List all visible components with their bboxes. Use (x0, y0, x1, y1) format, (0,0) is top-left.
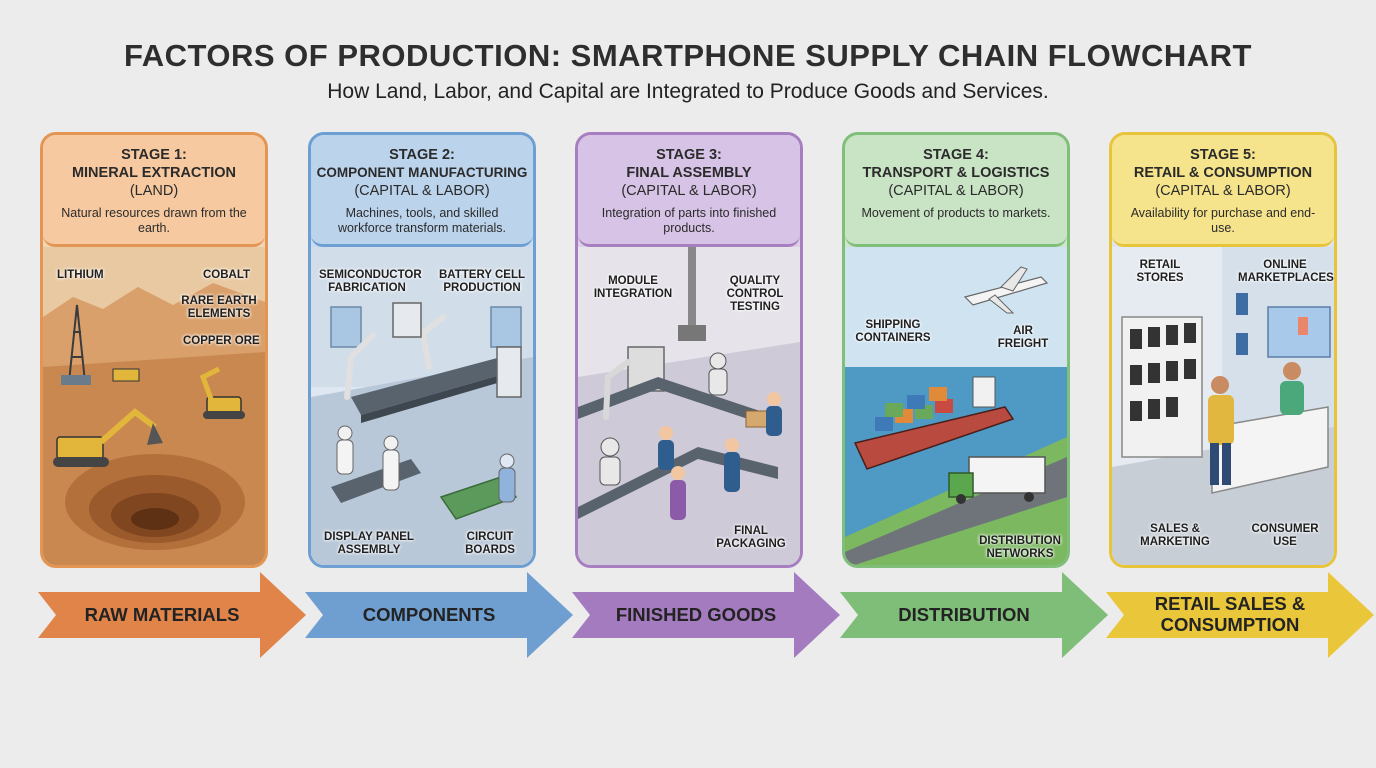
stage-3-description: Integration of parts into finished produ… (601, 206, 777, 235)
page-title: FACTORS OF PRODUCTION: SMARTPHONE SUPPLY… (124, 38, 1252, 73)
stage-4-name: TRANSPORT & LOGISTICS (862, 165, 1050, 181)
worker-1 (658, 426, 674, 470)
excavator-2 (199, 366, 245, 419)
mining-scene: LITHIUM COBALT RARE EARTH ELEMENTS COPPE… (43, 247, 265, 565)
conveyor-belt-1 (351, 357, 511, 423)
stage-1-number: STAGE 1: (121, 147, 187, 163)
robot-arm-1 (344, 314, 446, 400)
assembly-illustration (578, 247, 800, 565)
stage-3-name: FINAL ASSEMBLY (626, 165, 752, 181)
factory-illustration (311, 247, 533, 565)
stage-3-number: STAGE 3: (656, 147, 722, 163)
stage-5-description: Availability for purchase and end-use. (1130, 206, 1316, 235)
arrow-distribution: DISTRIBUTION (840, 572, 1108, 658)
stage-1-header: STAGE 1: MINERAL EXTRACTION (LAND) Natur… (43, 135, 265, 247)
label-battery-cell-production: BATTERY CELL PRODUCTION (438, 269, 526, 294)
stage-4-number: STAGE 4: (923, 147, 989, 163)
label-copper-ore: COPPER ORE (183, 335, 260, 347)
arrow-label-finished-goods: FINISHED GOODS (615, 604, 777, 625)
retail-illustration (1112, 247, 1334, 565)
stage-4-card: STAGE 4: TRANSPORT & LOGISTICS (CAPITAL … (842, 132, 1070, 568)
worker-2 (382, 435, 400, 491)
arrow-shape (840, 572, 1108, 658)
customer (1208, 376, 1234, 485)
stage-2-card: STAGE 2: COMPONENT MANUFACTURING (CAPITA… (308, 132, 536, 568)
mining-illustration (43, 247, 265, 565)
stage-2-factor: (CAPITAL & LABOR) (354, 183, 490, 199)
sales-associate (1280, 362, 1304, 415)
robot-2 (708, 352, 728, 396)
drilling-rig (68, 304, 86, 383)
stage-1-card: STAGE 1: MINERAL EXTRACTION (LAND) Natur… (40, 132, 268, 568)
label-semiconductor-fabrication: SEMICONDUCTOR FABRICATION (319, 269, 422, 294)
excavator-1 (53, 408, 163, 467)
arrow-components: COMPONENTS (305, 572, 573, 658)
airplane (963, 266, 1049, 314)
label-final-packaging: FINAL PACKAGING (716, 525, 786, 550)
retail-scene: RETAIL STORES ONLINE MARKETPLACES SALES … (1112, 247, 1334, 565)
arrow-label-raw-materials: RAW MATERIALS (84, 604, 240, 625)
assembly-scene: MODULE INTEGRATION QUALITY CONTROL TESTI… (578, 247, 800, 565)
phone-shelf (1121, 316, 1203, 458)
stage-4-factor: (CAPITAL & LABOR) (888, 183, 1024, 199)
label-air-freight: AIR FREIGHT (997, 325, 1049, 350)
worker-3 (724, 438, 740, 492)
arrow-label-components: COMPONENTS (362, 604, 496, 625)
stage-5-card: STAGE 5: RETAIL & CONSUMPTION (CAPITAL &… (1109, 132, 1337, 568)
stage-5-factor: (CAPITAL & LABOR) (1155, 183, 1291, 199)
stage-2-number: STAGE 2: (389, 147, 455, 163)
arrow-label-distribution: DISTRIBUTION (898, 604, 1030, 625)
label-consumer-use: CONSUMER USE (1251, 523, 1319, 548)
label-sales-and-marketing: SALES & MARKETING (1140, 523, 1210, 548)
arrow-shape (1106, 572, 1374, 658)
stage-2-name: COMPONENT MANUFACTURING (316, 165, 528, 180)
logistics-scene: SHIPPING CONTAINERS AIR FREIGHT DISTRIBU… (845, 247, 1067, 565)
stage-1-name: MINERAL EXTRACTION (71, 165, 237, 181)
stage-1-description: Natural resources drawn from the earth. (61, 206, 247, 235)
online-display (1236, 293, 1331, 358)
worker-1 (336, 425, 354, 475)
factory-scene: SEMICONDUCTOR FABRICATION BATTERY CELL P… (311, 247, 533, 565)
worker-2 (670, 466, 686, 520)
stage-5-number: STAGE 5: (1190, 147, 1256, 163)
arrow-shape (572, 572, 840, 658)
stage-1-factor: (LAND) (129, 183, 179, 199)
stage-3-card: STAGE 3: FINAL ASSEMBLY (CAPITAL & LABOR… (575, 132, 803, 568)
stage-4-header: STAGE 4: TRANSPORT & LOGISTICS (CAPITAL … (845, 135, 1067, 247)
arrow-shape (305, 572, 573, 658)
robot-arm (603, 359, 631, 420)
arrow-shape (38, 572, 306, 658)
label-module-integration: MODULE INTEGRATION (593, 275, 673, 300)
arrow-retail-sales-consumption: RETAIL SALES & CONSUMPTION (1106, 572, 1374, 658)
label-circuit-boards: CIRCUIT BOARDS (465, 531, 515, 556)
label-display-panel-assembly: DISPLAY PANEL ASSEMBLY (324, 531, 414, 556)
cargo-ship (853, 376, 1015, 470)
stage-2-header: STAGE 2: COMPONENT MANUFACTURING (CAPITA… (311, 135, 533, 247)
page-subtitle: How Land, Labor, and Capital are Integra… (327, 80, 1049, 103)
label-cobalt: COBALT (203, 269, 251, 281)
stage-2-description: Machines, tools, and skilled workforce t… (337, 206, 507, 235)
label-lithium: LITHIUM (57, 269, 104, 281)
label-distribution-networks: DISTRIBUTION NETWORKS (979, 535, 1061, 560)
circuit-board (439, 476, 518, 520)
worker-4 (766, 392, 782, 436)
label-online-marketplaces: ONLINE MARKETPLACES (1238, 259, 1334, 284)
stage-5-name: RETAIL & CONSUMPTION (1133, 165, 1313, 181)
stage-3-header: STAGE 3: FINAL ASSEMBLY (CAPITAL & LABOR… (578, 135, 800, 247)
logistics-illustration (845, 247, 1067, 565)
stage-5-header: STAGE 5: RETAIL & CONSUMPTION (CAPITAL &… (1112, 135, 1334, 247)
label-retail-stores: RETAIL STORES (1136, 259, 1184, 284)
label-shipping-containers: SHIPPING CONTAINERS (855, 319, 931, 344)
arrow-finished-goods: FINISHED GOODS (572, 572, 840, 658)
stage-4-description: Movement of products to markets. (861, 206, 1051, 220)
arrow-raw-materials: RAW MATERIALS (38, 572, 306, 658)
label-rare-earth-elements: RARE EARTH ELEMENTS (181, 295, 257, 320)
arrow-label-retail-sales-consumption: RETAIL SALES & CONSUMPTION (1154, 593, 1306, 635)
stage-3-factor: (CAPITAL & LABOR) (621, 183, 757, 199)
robot (599, 437, 621, 486)
label-quality-control-testing: QUALITY CONTROL TESTING (726, 275, 784, 313)
truck (948, 456, 1046, 504)
